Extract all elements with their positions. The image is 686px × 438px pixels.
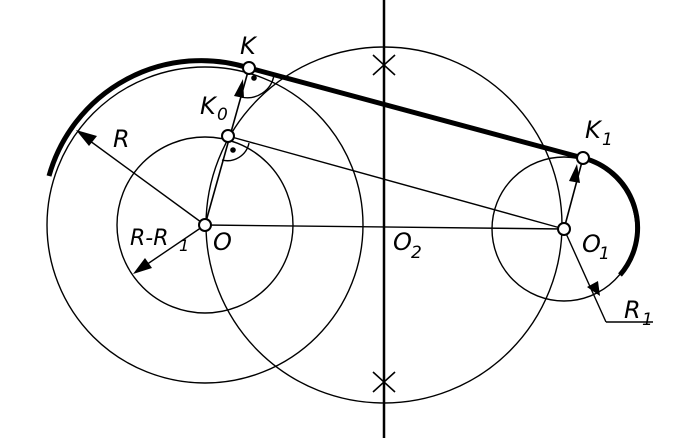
label-r1-subscript: 1 bbox=[642, 310, 653, 330]
point-o1 bbox=[557, 222, 571, 236]
bold-arc-large-circle bbox=[46, 58, 250, 177]
label-o: O bbox=[213, 228, 232, 256]
label-r-minus-r1-subscript: 1 bbox=[179, 236, 189, 255]
arrow-to-k1 bbox=[569, 164, 580, 183]
label-r1: R bbox=[624, 296, 641, 324]
bold-arc-small-circle bbox=[582, 155, 641, 277]
large-circle-r bbox=[46, 66, 364, 384]
right-angle-dot-k bbox=[251, 75, 257, 81]
label-k0-subscript: 0 bbox=[217, 105, 228, 125]
external-tangent-line bbox=[248, 65, 584, 161]
auxiliary-tangent-line bbox=[227, 135, 565, 230]
point-o bbox=[198, 218, 212, 232]
label-o2: O bbox=[393, 228, 412, 256]
label-k: K bbox=[240, 32, 258, 60]
label-r-minus-r1: R-R bbox=[130, 226, 169, 251]
bottom-cross-mark bbox=[372, 371, 396, 393]
arrow-to-k bbox=[234, 79, 244, 98]
circle-r-minus-r1 bbox=[116, 136, 294, 314]
label-o1: O bbox=[582, 230, 601, 258]
point-k0 bbox=[221, 129, 235, 143]
label-o1-subscript: 1 bbox=[599, 244, 610, 264]
top-cross-mark bbox=[372, 54, 396, 76]
label-k1-subscript: 1 bbox=[602, 130, 613, 150]
radius-r-arrow bbox=[76, 130, 206, 226]
right-angle-mark-k bbox=[240, 74, 275, 99]
label-r: R bbox=[113, 125, 130, 153]
point-k1 bbox=[576, 151, 590, 165]
center-line bbox=[204, 224, 565, 230]
radius-line-o1k1 bbox=[563, 157, 584, 230]
radius-r1-arrow bbox=[563, 228, 653, 323]
point-k bbox=[242, 61, 256, 75]
label-k0: K bbox=[200, 92, 218, 120]
radius-r-minus-r1-arrow bbox=[133, 224, 206, 274]
label-o2-subscript: 2 bbox=[411, 243, 422, 263]
label-k1: K bbox=[585, 116, 603, 144]
right-angle-dot-k0 bbox=[230, 147, 236, 153]
right-angle-mark-k0 bbox=[221, 142, 250, 162]
